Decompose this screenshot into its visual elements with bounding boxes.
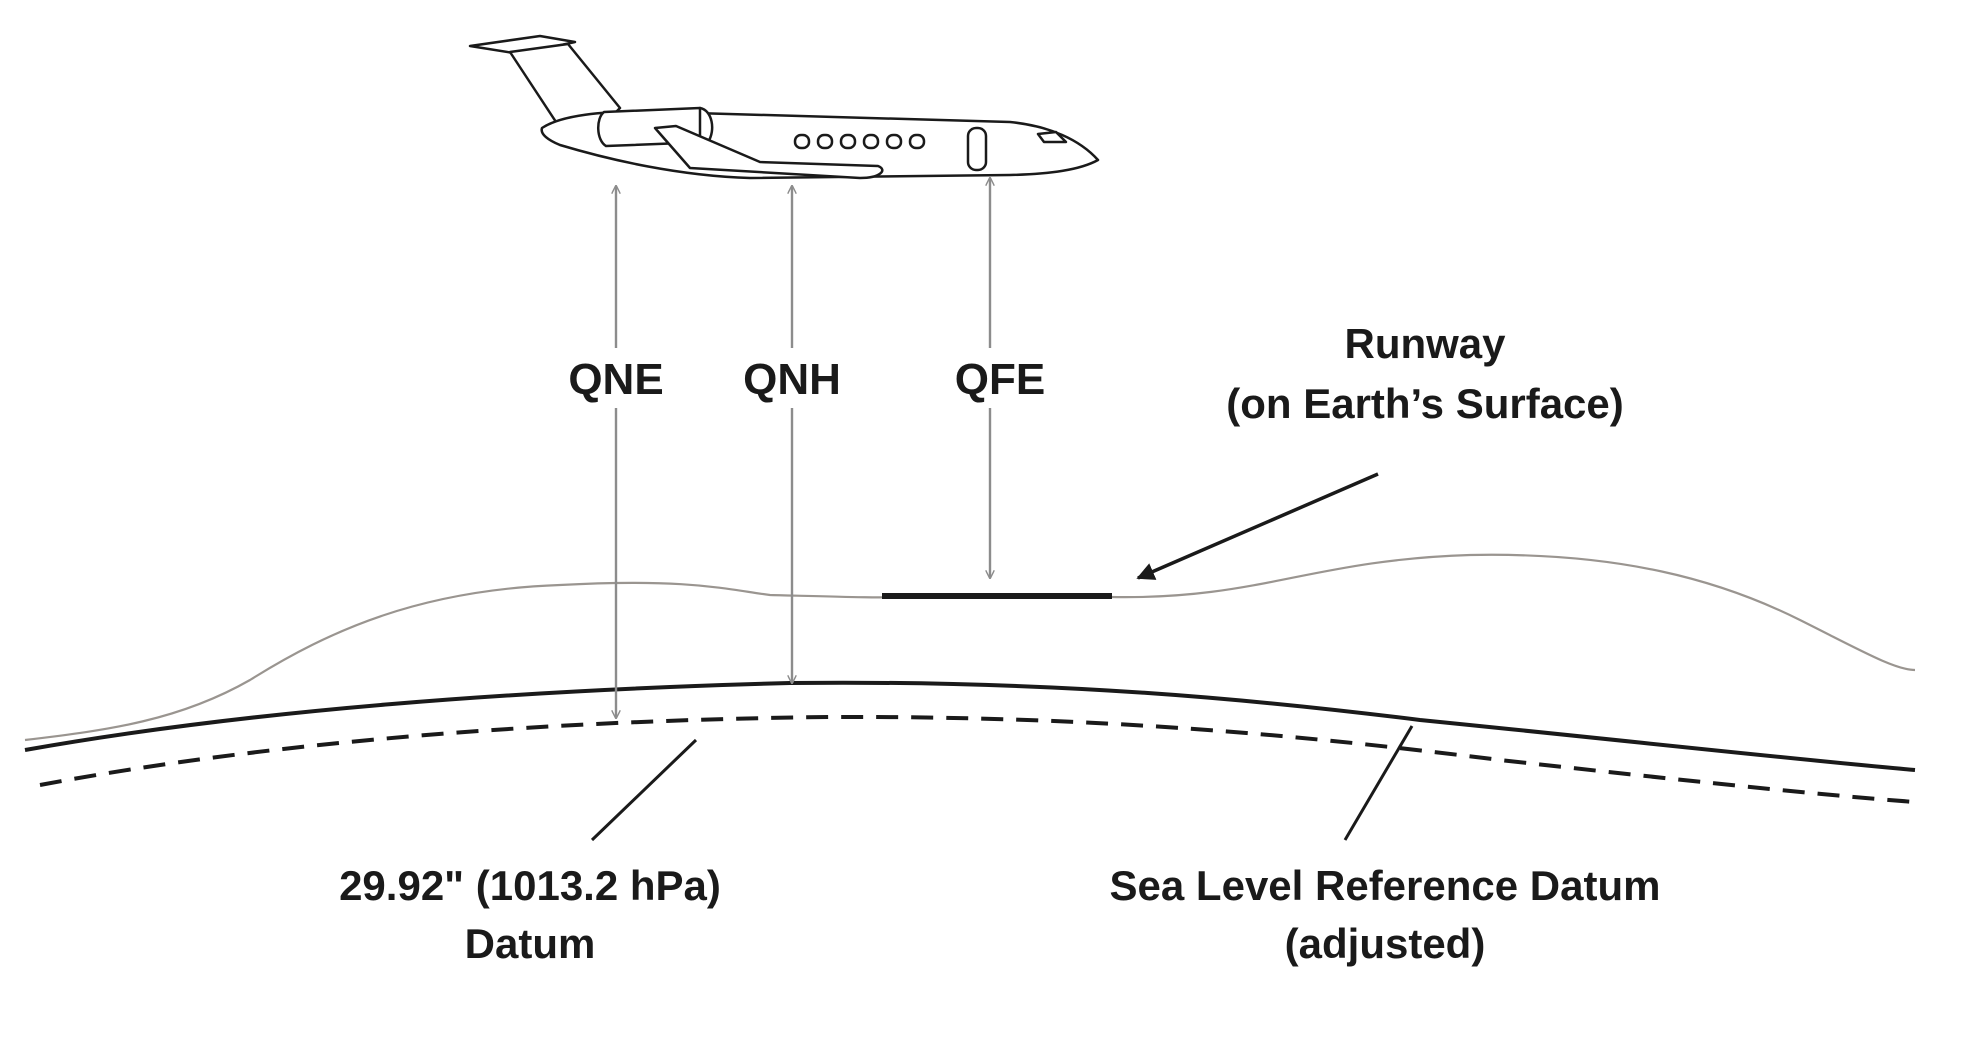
- sea-level-sublabel: (adjusted): [1285, 920, 1486, 967]
- sea-level-pointer: [1343, 725, 1414, 841]
- std-datum-label: 29.92" (1013.2 hPa): [339, 862, 721, 909]
- qfe-label: QFE: [955, 355, 1045, 404]
- terrain-line: [24, 553, 1916, 742]
- qnh-label: QNH: [743, 355, 841, 404]
- qne-label: QNE: [568, 355, 663, 404]
- std-datum-sublabel: Datum: [465, 920, 596, 967]
- standard-pressure-datum-line: [39, 714, 1916, 804]
- runway-label: Runway: [1344, 320, 1506, 367]
- sea-level-datum-line: [24, 680, 1916, 772]
- runway-pointer: [1136, 472, 1379, 580]
- airplane-icon: [468, 34, 1100, 180]
- std-datum-pointer: [590, 738, 698, 842]
- runway-sublabel: (on Earth’s Surface): [1226, 380, 1624, 427]
- sea-level-label: Sea Level Reference Datum: [1110, 862, 1661, 909]
